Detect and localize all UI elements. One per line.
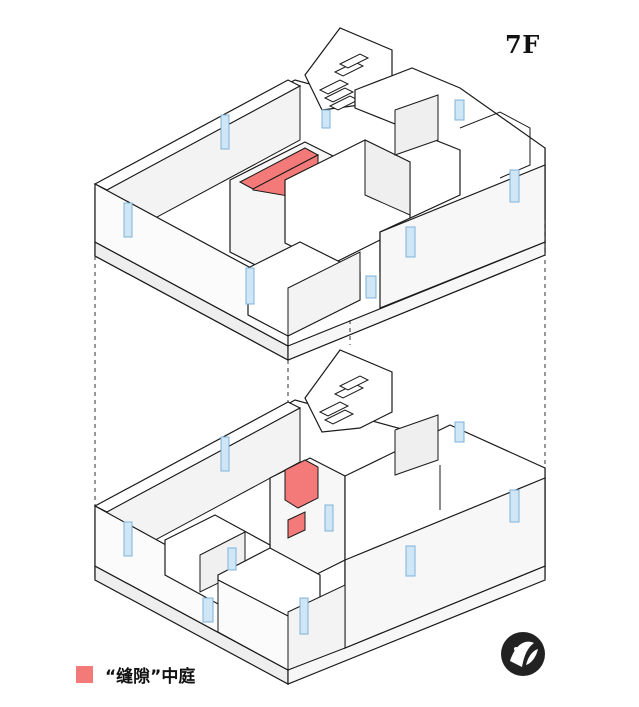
window-icon (202, 597, 214, 623)
brush-logo-icon (498, 629, 548, 679)
lower-windows (123, 421, 520, 635)
legend: “缝隙”中庭 (76, 662, 195, 687)
window-icon (509, 169, 520, 203)
window-icon (454, 421, 465, 443)
floor-label: 7F (505, 30, 540, 59)
legend-swatch (76, 666, 93, 683)
window-icon (405, 226, 416, 258)
lower-floor-plan (93, 349, 546, 686)
window-icon (405, 545, 416, 577)
upper-front-small-room-face (287, 251, 361, 337)
window-icon (509, 489, 520, 523)
window-icon (299, 597, 309, 635)
upper-right-wall-face (379, 164, 546, 309)
legend-label: “缝隙”中庭 (105, 667, 196, 687)
window-icon (454, 99, 465, 121)
window-icon (123, 202, 133, 238)
upper-right-partition (394, 94, 439, 156)
lower-stairs-icon (318, 375, 370, 425)
upper-right-partition-2 (459, 111, 531, 179)
window-icon (321, 109, 331, 129)
upper-stairs-icon (318, 53, 370, 111)
upper-floor-plan (93, 27, 546, 362)
window-icon (123, 521, 133, 557)
upper-windows (123, 99, 520, 305)
lower-right-partition (394, 414, 439, 476)
window-icon (245, 267, 255, 305)
lower-courtyard-slot-lower (287, 511, 306, 539)
upper-wall-front-face (94, 182, 289, 348)
window-icon (220, 436, 230, 472)
window-icon (324, 504, 334, 532)
window-icon (220, 114, 230, 150)
lower-courtyard-slot-upper (284, 459, 319, 509)
window-icon (227, 547, 237, 571)
window-icon (365, 275, 377, 299)
